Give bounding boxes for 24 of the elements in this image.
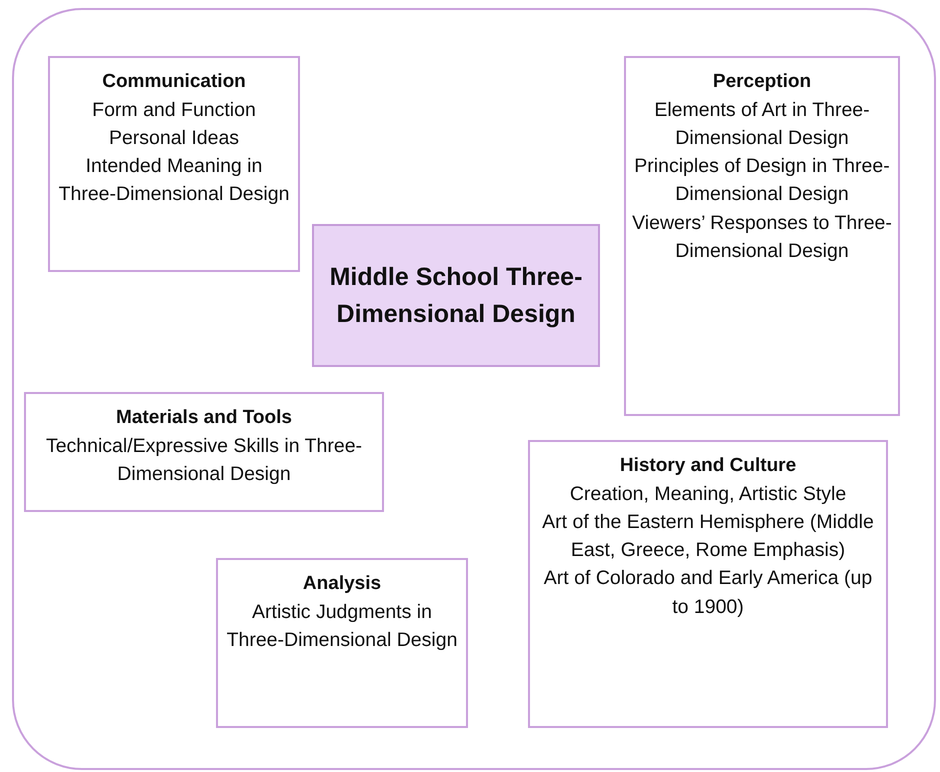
topic-item: Creation, Meaning, Artistic Style [570, 482, 846, 507]
topic-item: Form and Function [92, 98, 256, 123]
topic-box [216, 558, 468, 728]
topic-box [24, 392, 384, 512]
topic-box [528, 440, 888, 728]
box-heading: Analysis [302, 572, 382, 596]
topic-box [48, 56, 300, 272]
rounded-frame [12, 8, 936, 770]
topic-item: Technical/Expressive Skills in Three-Dimensional Design [44, 434, 364, 487]
topic-item: Elements of Art in Three-Dimensional Design [653, 98, 871, 151]
box-heading: Perception [712, 70, 812, 94]
topic-item: Art of the Eastern Hemisphere (Middle East, Greece, Rome Emphasis) [541, 510, 875, 564]
topic-item: Viewers’ Responses to Three-Dimensional Design [632, 210, 892, 264]
topic-item: Principles of Design in Three-Dimensional Design [633, 154, 891, 208]
box-heading: Communication [102, 70, 246, 94]
central-title: Middle School Three-Dimensional Design [328, 262, 584, 330]
box-heading: Materials and Tools [116, 406, 292, 430]
topic-item: Artistic Judgments in Three-Dimensional Design [226, 600, 458, 653]
topic-item: Art of Colorado and Early America (up to 1900) [542, 566, 874, 620]
topic-box [624, 56, 900, 416]
topic-item: Intended Meaning in Three-Dimensional Design [58, 154, 290, 208]
topic-item: Personal Ideas [108, 126, 240, 151]
central-topic-box [312, 224, 600, 367]
box-heading: History and Culture [620, 454, 796, 478]
